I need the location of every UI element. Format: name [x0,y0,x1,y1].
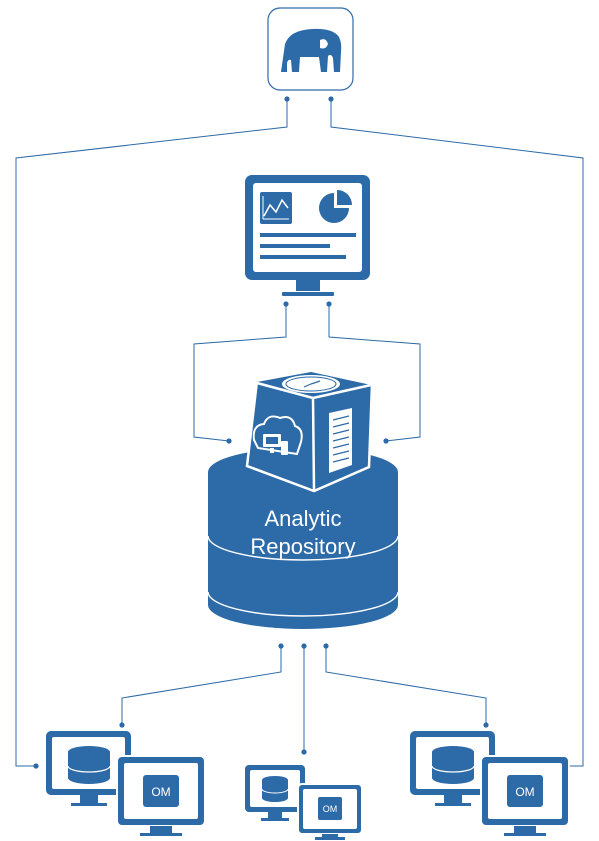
document-icon [329,408,352,473]
om-badge [318,797,342,820]
connector-dashboard-left [193,304,287,442]
client-right: OM [410,731,570,836]
connector-repo-right [325,646,487,725]
cloud-devices-icon [252,415,303,456]
client-left: OM [46,731,206,836]
connector-elephant-left [15,99,288,767]
pie-chart-icon [319,190,352,223]
connector-dot [326,301,332,307]
connector-repo-left [121,646,282,725]
connector-dot [483,722,489,728]
om-badge [507,775,543,807]
elephant-icon [281,28,342,72]
connector-dot [226,438,232,444]
repository-label-line2: Repository [250,534,355,559]
elephant-box [267,7,354,91]
connector-dot [323,643,329,649]
om-label: OM [323,804,338,814]
connector-dot [328,96,334,102]
om-label: OM [515,785,534,799]
connector-dot [278,643,284,649]
om-monitor-icon: OM [116,755,206,836]
om-badge [143,775,179,807]
connector-dot [383,438,389,444]
connectors [15,99,584,767]
database-monitor-icon [410,731,495,806]
database-monitor-icon [46,731,131,806]
connector-dot [301,749,307,755]
database-monitor-icon [245,765,305,821]
om-label: OM [151,785,170,799]
connector-elephant-right [330,99,584,767]
connector-dashboard-right [328,304,421,442]
line-chart-icon [260,192,292,224]
om-monitor-icon: OM [480,755,570,836]
connector-dot [284,96,290,102]
connector-dot [283,301,289,307]
clock-icon [282,375,340,393]
repository-label-line1: Analytic [264,506,341,531]
dashboard-monitor-icon [245,175,370,296]
connector-dot [33,763,39,769]
client-center: OM [245,765,363,840]
om-monitor-icon: OM [297,783,363,840]
analytics-cube-icon [245,369,374,493]
connector-dot [301,643,307,649]
connector-dot [119,722,125,728]
